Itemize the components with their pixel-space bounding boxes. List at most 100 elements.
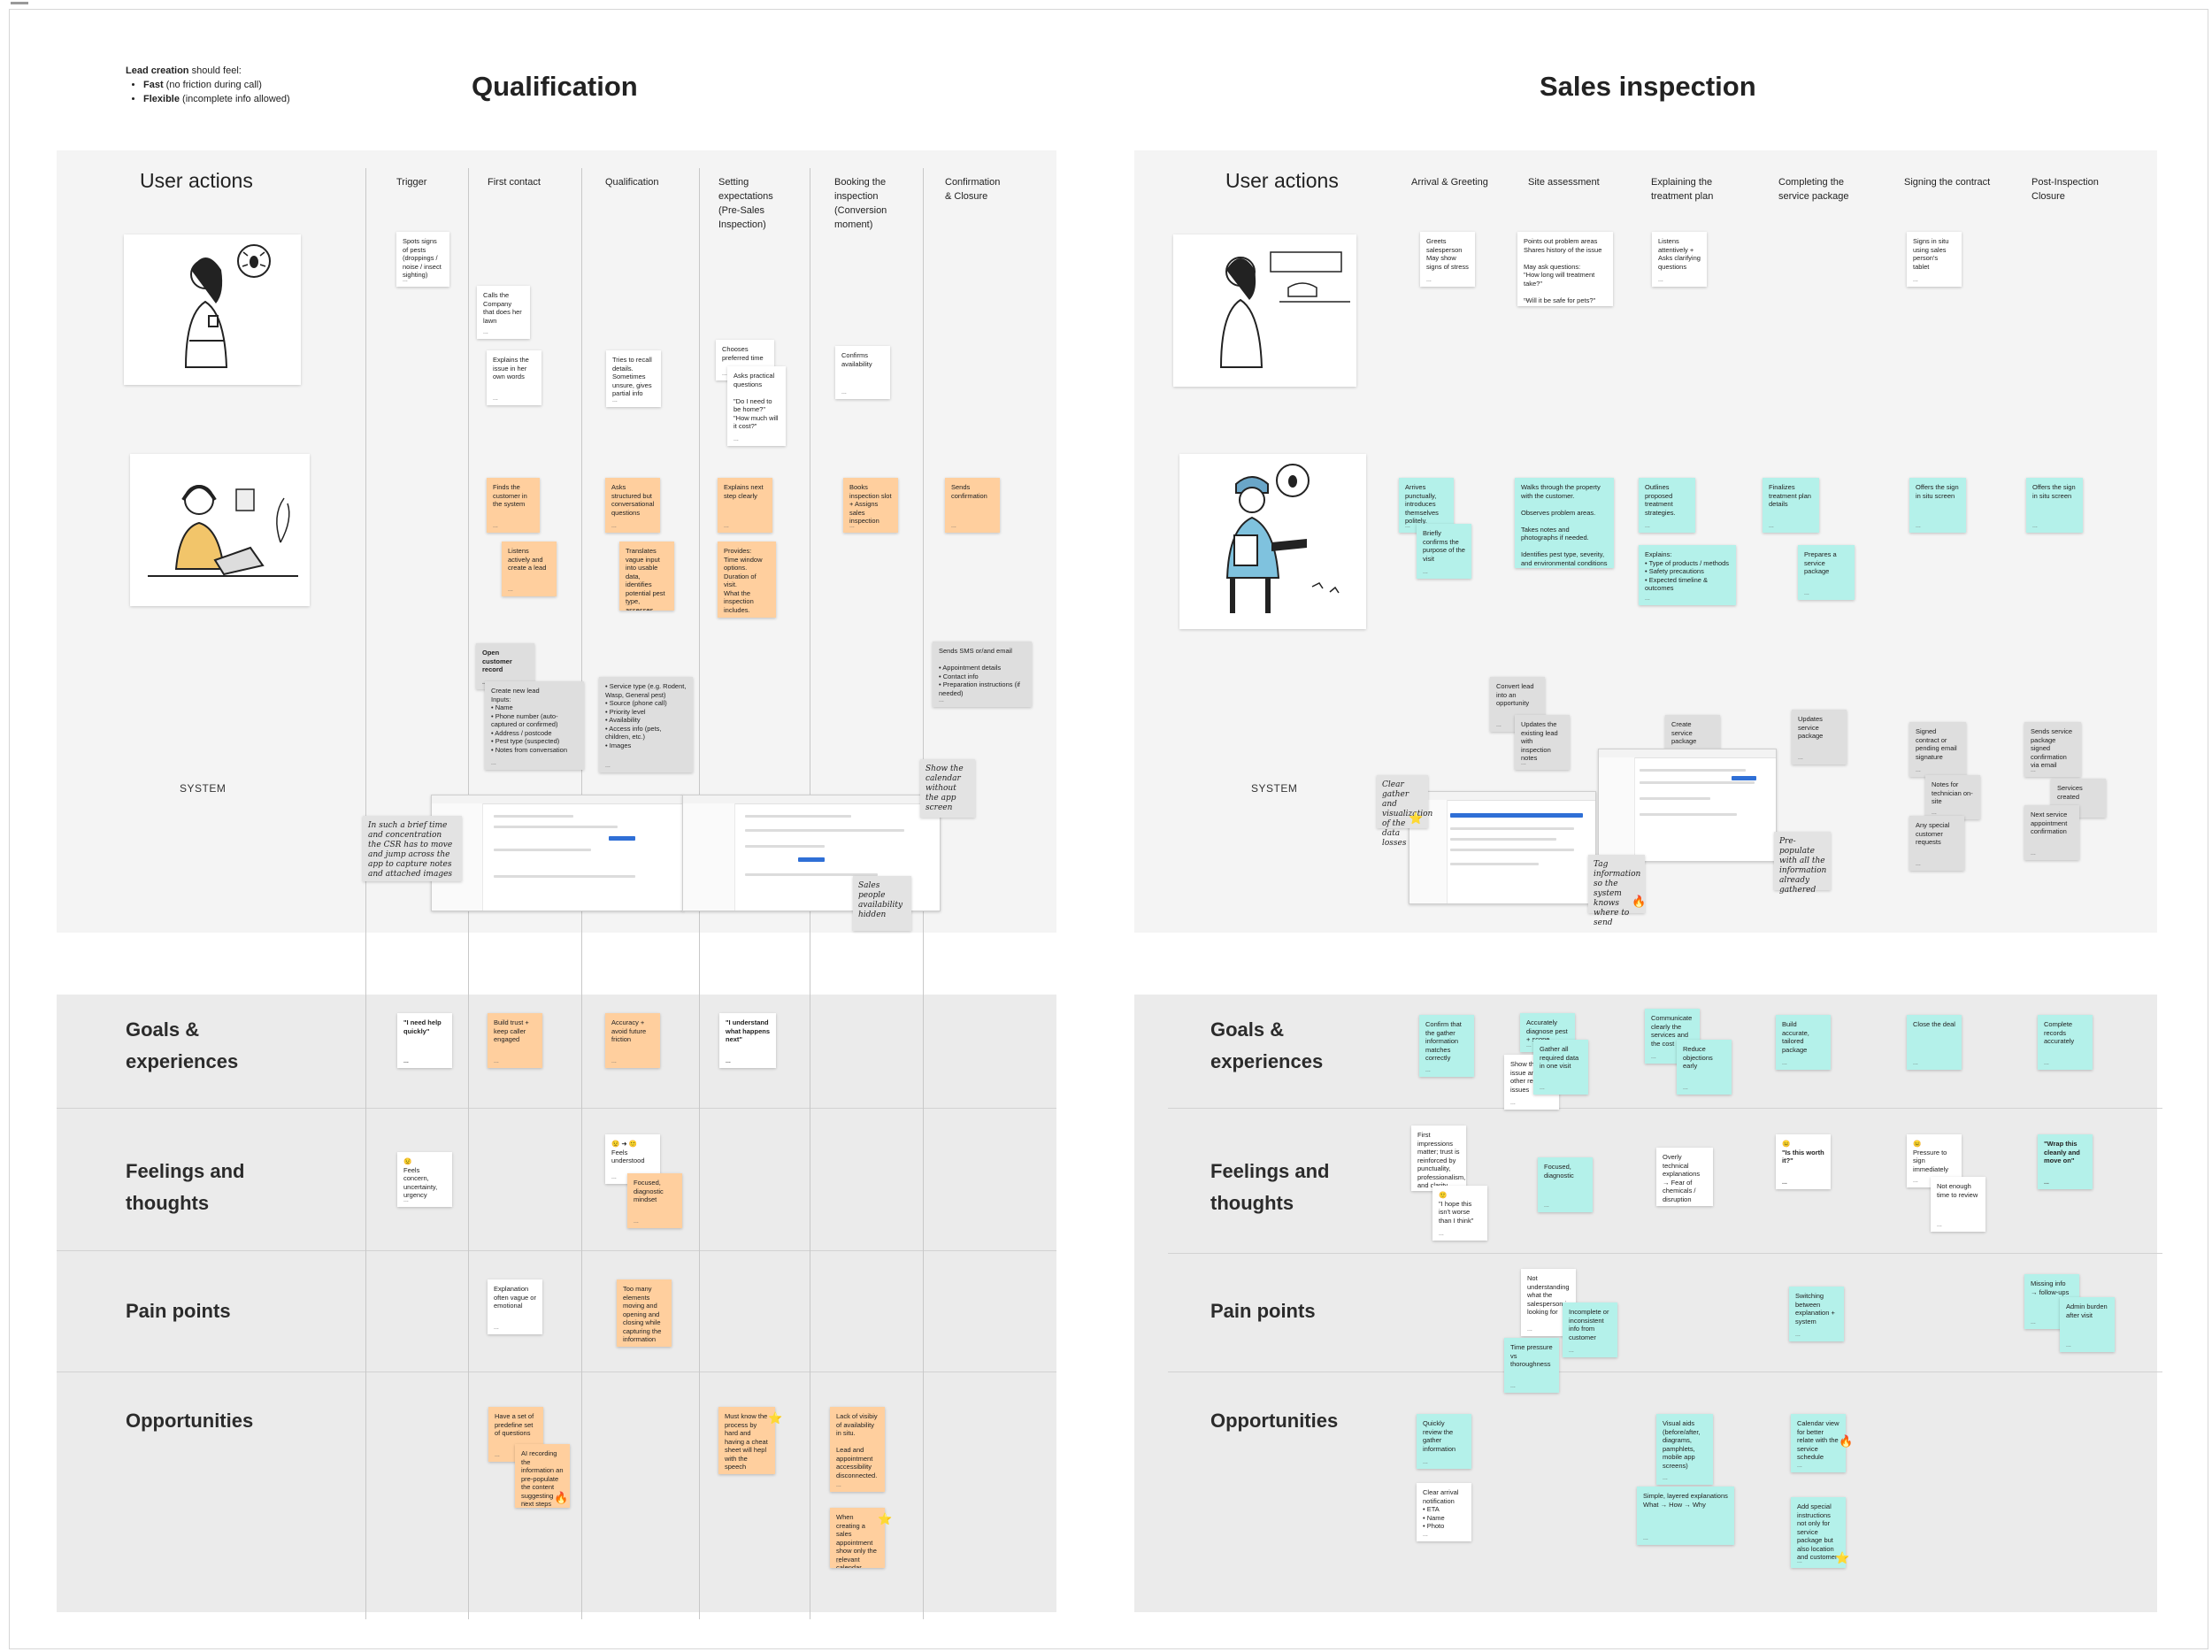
- screenshot-row: [1640, 769, 1746, 772]
- sticky-note: Signs in situ using sales person's table…: [1907, 232, 1962, 287]
- star-icon: ⭐: [1409, 811, 1424, 825]
- sticky-note: Books inspection slot + Assigns sales in…: [843, 478, 898, 533]
- lane-goals-line2: experiences: [126, 1050, 239, 1072]
- sticky-note: Provides: Time window options. Duration …: [718, 542, 776, 618]
- sticky-note: Communicate clearly the services and the…: [1645, 1009, 1700, 1064]
- sticky-note: Incomplete or inconsistent info from cus…: [1563, 1302, 1617, 1357]
- screenshot-button: [1732, 776, 1756, 780]
- sticky-note: Complete records accurately: [2038, 1015, 2093, 1070]
- sticky-note: Sends SMS or/and email • Appointment det…: [933, 642, 1032, 707]
- app-screenshot: [431, 795, 684, 911]
- screenshot-row: [1450, 863, 1539, 865]
- screenshot-row: [1640, 781, 1755, 784]
- sticky-note: Explanation often vague or emotional: [488, 1279, 542, 1334]
- screenshot-row: [1640, 813, 1737, 816]
- intro-item: Fast (no friction during call): [143, 78, 320, 92]
- insp-divider: [1168, 1253, 2162, 1254]
- star-icon: ⭐: [768, 1411, 783, 1425]
- column-header-service-package: Completing the service package: [1778, 177, 1849, 202]
- column-header-first-contact: First contact: [488, 177, 541, 188]
- column-header-trigger: Trigger: [396, 177, 427, 188]
- section-title-qualification: Qualification: [472, 71, 638, 102]
- fire-icon: 🔥: [1839, 1434, 1854, 1448]
- lane-feelings-line2: thoughts: [1210, 1192, 1294, 1214]
- lane-feelings-insp: Feelings and thoughts: [1210, 1156, 1329, 1219]
- sticky-note: Must know the process by hard and having…: [718, 1407, 775, 1474]
- screenshot-row: [745, 815, 851, 818]
- lane-feelings-line1: Feelings and: [1210, 1160, 1330, 1182]
- sticky-note: Build trust + keep caller engaged: [488, 1013, 542, 1068]
- lane-goals-line1: Goals &: [126, 1018, 200, 1041]
- sticky-note: Focused, diagnostic mindset: [627, 1173, 682, 1228]
- fire-icon: 🔥: [1632, 895, 1647, 908]
- sticky-note: Time pressure vs thoroughness: [1504, 1338, 1559, 1393]
- sticky-note: Spots signs of pests (droppings / noise …: [396, 232, 449, 287]
- screenshot-row: [494, 849, 591, 851]
- lane-feelings-line1: Feelings and: [126, 1160, 245, 1182]
- handwritten-note: Tag information so the system knows wher…: [1588, 855, 1645, 927]
- section-title-inspection: Sales inspection: [1540, 71, 1756, 102]
- sticky-note: Overly technical explanations → Fear of …: [1656, 1148, 1713, 1206]
- screenshot-sidebar: [683, 803, 735, 911]
- star-icon: ⭐: [878, 1512, 893, 1525]
- sticky-note: Focused, diagnostic: [1538, 1157, 1593, 1212]
- sticky-note: Notes for technician on-site: [1925, 775, 1980, 819]
- sticky-note: "I need help quickly": [397, 1013, 452, 1068]
- screenshot-row: [745, 873, 878, 876]
- screenshot-button: [798, 857, 825, 862]
- sticky-note: Reduce objections early: [1677, 1040, 1732, 1095]
- intro-item-rest: (incomplete info allowed): [179, 94, 290, 104]
- inspector-with-flashlight-icon: [1225, 464, 1340, 613]
- app-screenshot: [1409, 791, 1596, 904]
- qual-divider: [57, 1108, 1056, 1109]
- lane-feelings-qual: Feelings and thoughts: [126, 1156, 244, 1219]
- lane-user-actions-qual: User actions: [140, 169, 253, 192]
- sticky-note: Calendar view for better relate with the…: [1791, 1414, 1846, 1472]
- customer-illustration-kitchen: [1173, 234, 1356, 387]
- screenshot-header-bar: [1450, 813, 1583, 818]
- sticky-note: Explains: • Type of products / methods •…: [1639, 545, 1736, 605]
- lane-system-insp: SYSTEM: [1251, 782, 1298, 795]
- sticky-note: Not enough time to review: [1931, 1177, 1985, 1232]
- handwritten-note: Clear gather and visualization of the da…: [1377, 775, 1432, 848]
- screenshot-toolbar: [1409, 792, 1595, 801]
- sticky-note: 😟 Feels concern, uncertainty, urgency: [397, 1152, 452, 1207]
- sticky-note: Finds the customer in the system: [487, 478, 540, 533]
- star-icon: ⭐: [1835, 1551, 1850, 1564]
- column-header-site-assessment: Site assessment: [1528, 177, 1600, 188]
- inspector-illustration: [1179, 454, 1366, 629]
- screenshot-row: [494, 875, 635, 878]
- sticky-note: Any special customer requests: [1909, 816, 1964, 871]
- intro-item-bold: Flexible: [143, 94, 180, 104]
- lane-goals-insp: Goals &experiences: [1210, 1014, 1323, 1078]
- sticky-note: Confirm that the gather information matc…: [1419, 1015, 1474, 1077]
- handwritten-note: Sales people availability hidden: [853, 876, 911, 931]
- screenshot-row: [745, 829, 904, 832]
- fire-icon: 🔥: [554, 1491, 569, 1504]
- handwritten-note: Pre-populate with all the information al…: [1774, 832, 1831, 895]
- sticky-note: Gather all required data in one visit: [1533, 1040, 1588, 1095]
- screenshot-button: [609, 836, 635, 841]
- intro-title-rest: should feel:: [188, 65, 242, 76]
- column-header-arrival: Arrival & Greeting: [1411, 177, 1488, 188]
- sticky-note: Lack of visibiy of availability in situ.…: [830, 1407, 885, 1492]
- sticky-note: Signed contract or pending email signatu…: [1909, 722, 1966, 777]
- screenshot-toolbar: [683, 795, 940, 804]
- sticky-note: Prepares a service package: [1798, 545, 1855, 600]
- sticky-note: Calls the Company that does her lawn: [477, 286, 530, 339]
- sticky-note: Listens actively and create a lead: [502, 542, 557, 596]
- lane-system-qual: SYSTEM: [180, 782, 227, 795]
- sticky-note: Greets salesperson May show signs of str…: [1420, 232, 1475, 287]
- sticky-note: Offers the sign in situ screen: [1909, 478, 1966, 533]
- sticky-note: Quickly review the gather information: [1417, 1414, 1471, 1469]
- sticky-note: 🙂 "I hope this isn't worse than I think": [1432, 1186, 1487, 1241]
- intro-title-bold: Lead creation: [126, 65, 189, 76]
- csr-with-headset-icon: [148, 485, 298, 577]
- sticky-note: Walks through the property with the cust…: [1515, 478, 1614, 568]
- sticky-note: Asks structured but conversational quest…: [605, 478, 660, 533]
- lane-feelings-line2: thoughts: [126, 1192, 210, 1214]
- qual-divider: [57, 1250, 1056, 1251]
- customer-illustration-phone: [124, 234, 301, 385]
- column-header-signing: Signing the contract: [1904, 177, 1991, 188]
- sticky-note: First impressions matter; trust is reinf…: [1411, 1126, 1466, 1191]
